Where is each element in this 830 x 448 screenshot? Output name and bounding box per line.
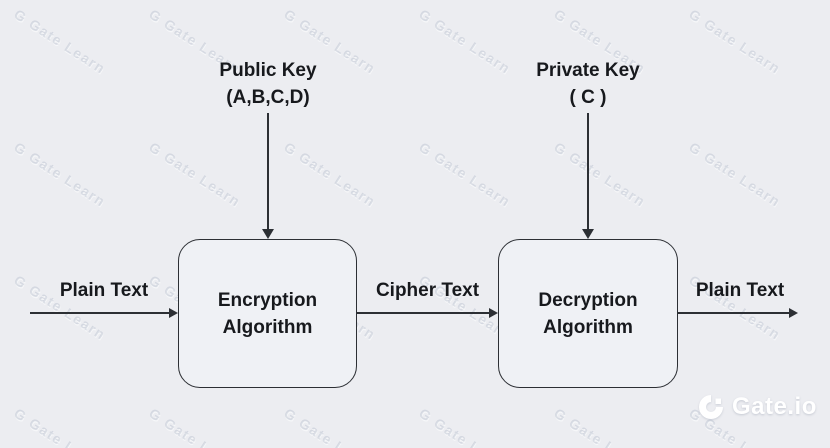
public-key-arrow-line — [267, 113, 269, 230]
watermark-text: G Gate Learn — [551, 405, 649, 448]
watermark-text: G Gate Learn — [11, 405, 109, 448]
decryption-box-line2: Algorithm — [543, 316, 633, 338]
encryption-box-line2: Algorithm — [222, 316, 313, 338]
cipher-arrow-line — [357, 312, 490, 314]
private-key-title: Private Key — [536, 60, 640, 81]
watermark-text: G Gate Learn — [686, 6, 784, 78]
output-arrow-line — [678, 312, 790, 314]
watermark-text: G Gate Learn — [146, 405, 244, 448]
public-key-values: (A,B,C,D) — [226, 87, 310, 108]
gate-g-ring-icon — [699, 395, 723, 419]
output-arrowhead-icon — [789, 307, 798, 318]
watermark-text: G Gate Learn — [281, 405, 379, 448]
cipher-arrowhead-icon — [489, 307, 498, 318]
encryption-algorithm-box: Encryption Algorithm — [178, 239, 357, 388]
watermark-text: G Gate Learn — [416, 139, 514, 211]
private-key-label: Private Key ( C ) — [498, 57, 678, 111]
gate-io-wordmark: Gate.io — [732, 393, 817, 420]
private-key-values: ( C ) — [569, 87, 607, 108]
decryption-box-line1: Decryption — [538, 289, 638, 311]
cipher-text-label: Cipher Text — [375, 280, 480, 301]
private-key-arrow-line — [587, 113, 589, 230]
watermark-text: G Gate Learn — [551, 139, 649, 211]
public-key-label: Public Key (A,B,C,D) — [178, 57, 358, 111]
public-key-arrowhead-icon — [262, 229, 274, 239]
input-arrowhead-icon — [169, 307, 178, 318]
watermark-text: G Gate Learn — [11, 6, 109, 78]
watermark-text: G Gate Learn — [416, 405, 514, 448]
private-key-arrowhead-icon — [582, 229, 594, 239]
input-arrow-line — [30, 312, 170, 314]
gate-io-logo: Gate.io — [696, 392, 817, 422]
watermark-text: G Gate Learn — [281, 139, 379, 211]
watermark-text: G Gate Learn — [686, 139, 784, 211]
watermark-text: G Gate Learn — [11, 139, 109, 211]
output-plain-text-label: Plain Text — [695, 280, 785, 301]
input-plain-text-label: Plain Text — [59, 280, 149, 301]
public-key-title: Public Key — [219, 60, 317, 81]
watermark-text: G Gate Learn — [146, 139, 244, 211]
encryption-box-line1: Encryption — [217, 289, 318, 311]
decryption-algorithm-box: Decryption Algorithm — [498, 239, 678, 388]
